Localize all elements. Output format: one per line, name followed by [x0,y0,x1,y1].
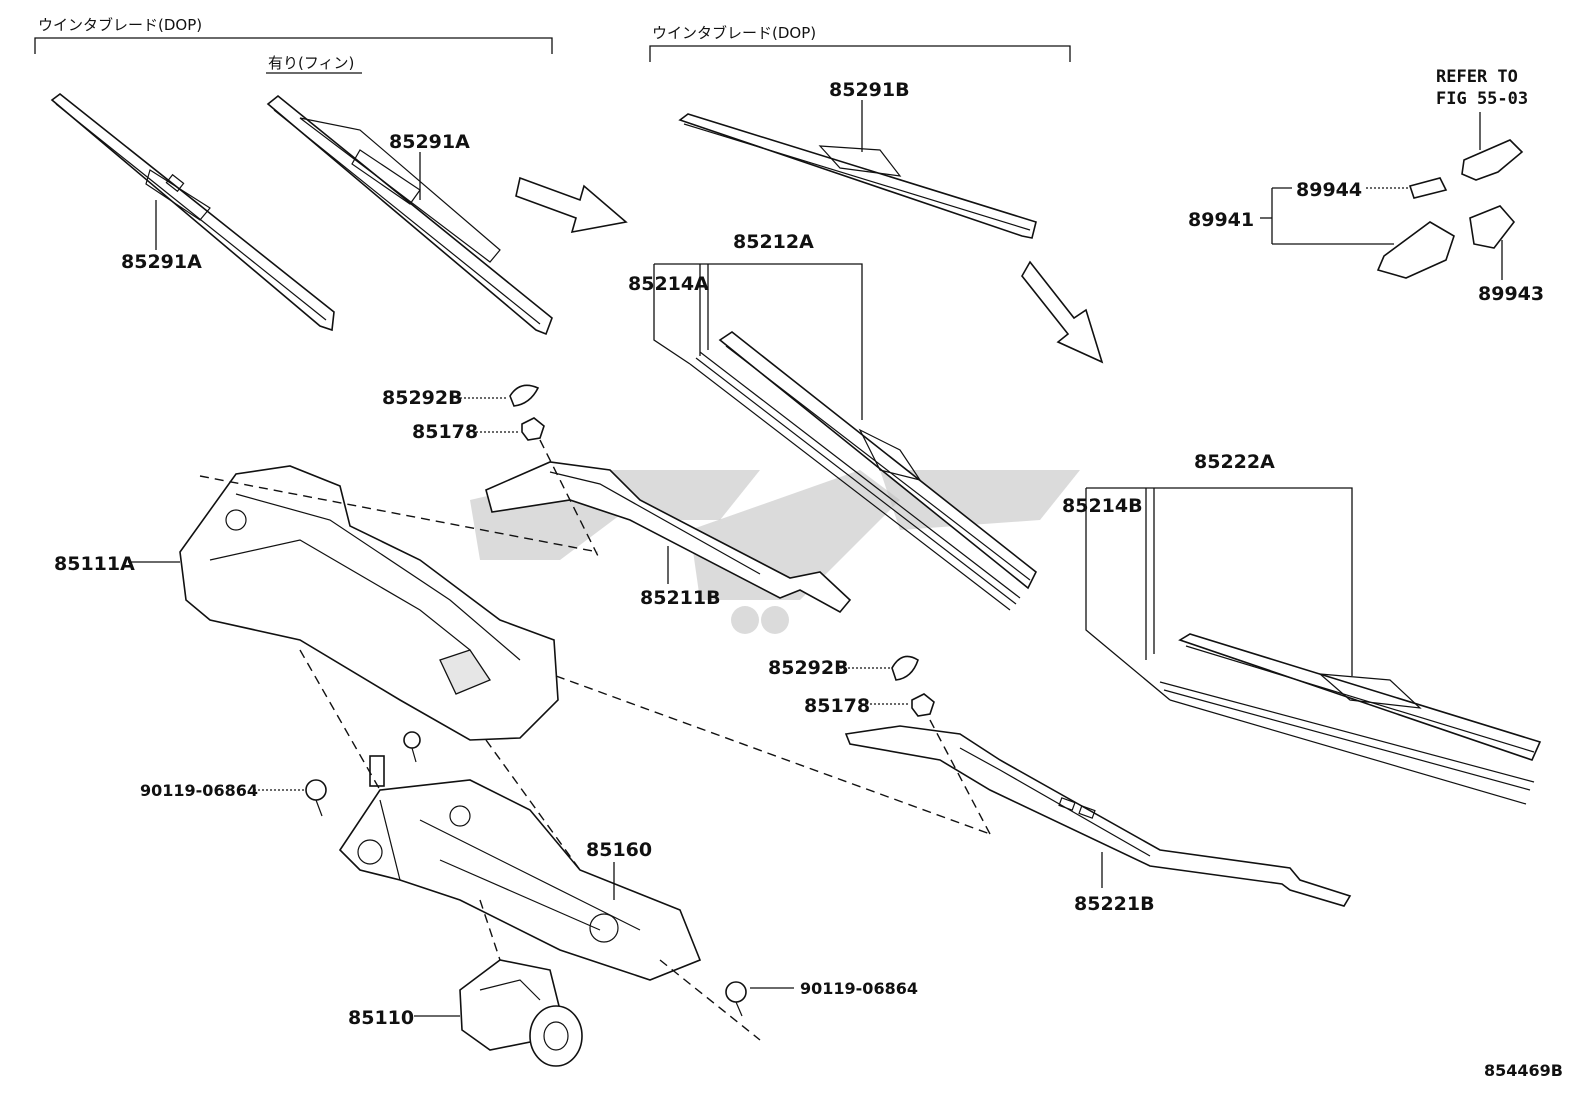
bolt-90119-06864-left: 90119-06864 [140,779,327,817]
nut-85178-left: 85178 [412,417,545,443]
callout-85222a: 85222A [1194,451,1275,473]
cap-85292b-right: 85292B [768,655,919,681]
cowl-85111a: 85111A [54,465,991,835]
callout-85178-left: 85178 [412,421,478,443]
bracket-middle-group: ウインタブレード(DOP) [649,24,1071,62]
wiper-motor-85110: 85110 [348,899,583,1067]
label-left-winter-blade: ウインタブレード(DOP) [38,16,202,34]
wiper-blade-85212a [689,331,1038,611]
label-left-fin: 有り(フィン) [268,54,354,72]
bracket-85212a: 85212A 85214A [628,231,863,420]
wiper-blade-85291b: 85291B [678,79,1037,239]
callout-89943: 89943 [1478,283,1544,305]
callout-85214a: 85214A [628,273,709,295]
callout-85291a-fin: 85291A [389,131,470,153]
bracket-85222a: 85222A 85214B [1062,451,1353,701]
callout-85178-right: 85178 [804,695,870,717]
cap-85292b-left: 85292B [382,384,540,409]
wiper-arm-85211b: 85211B [485,439,852,614]
nut-85178-right: 85178 [804,693,935,717]
callout-85110: 85110 [348,1007,414,1029]
callout-85214b: 85214B [1062,495,1143,517]
refer-line1: REFER TO [1436,67,1518,87]
callout-90119-06864-right: 90119-06864 [800,979,918,998]
wiper-blade-85291a-fin: 85291A [266,94,553,336]
callout-85291a-left: 85291A [121,251,202,273]
callout-85291b: 85291B [829,79,910,101]
bolt-90119-06864-right: 90119-06864 [659,959,918,1041]
wiper-arm-85221b: 85221B [844,719,1352,915]
direction-arrow-1 [515,176,628,234]
figure-id: 854469B [1484,1061,1563,1080]
bolt-linkage-top [403,731,421,763]
callout-89944: 89944 [1296,179,1362,201]
callout-85160: 85160 [586,839,652,861]
callout-85292b-left: 85292B [382,387,463,409]
wiper-blade-85222a [1159,633,1542,805]
wiper-linkage-85160: 85160 [299,649,702,981]
refer-line2: FIG 55-03 [1436,89,1528,109]
callout-85221b: 85221B [1074,893,1155,915]
wiper-blade-85291a-left: 85291A [50,92,335,332]
callout-89941: 89941 [1188,209,1254,231]
callout-85292b-right: 85292B [768,657,849,679]
label-middle-winter-blade: ウインタブレード(DOP) [652,24,816,42]
refer-note: REFER TO FIG 55-03 [1436,67,1528,181]
callout-85211b: 85211B [640,587,721,609]
sensor-group-89941: 89944 89941 89943 [1188,177,1544,305]
callout-85212a: 85212A [733,231,814,253]
callout-90119-06864-left: 90119-06864 [140,781,258,800]
direction-arrow-2 [1021,260,1104,364]
callout-85111a: 85111A [54,553,135,575]
bracket-left-group: ウインタブレード(DOP) 有り(フィン) [34,16,553,74]
